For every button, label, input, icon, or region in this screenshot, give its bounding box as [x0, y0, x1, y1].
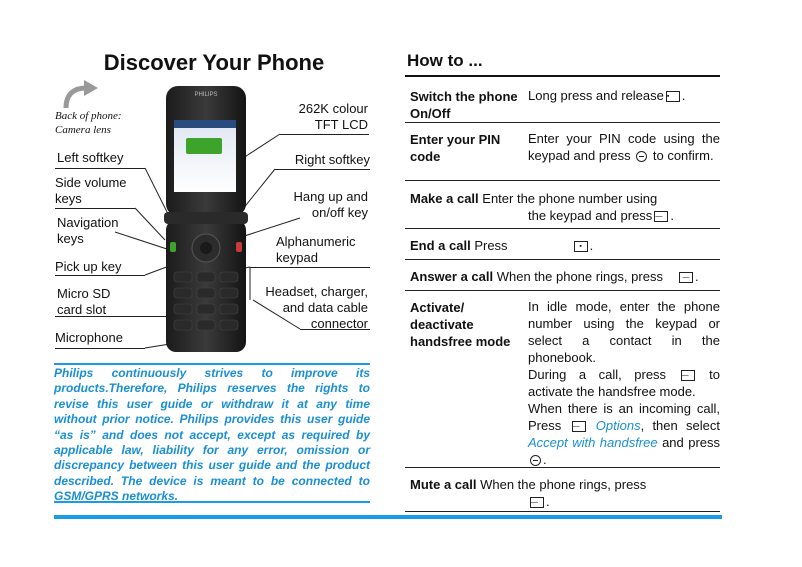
row-text-part: Enter your PIN code using the keypad and…	[528, 131, 720, 163]
row-text: Make a call Enter the phone number using	[405, 190, 720, 207]
divider	[55, 168, 145, 169]
options-label: Options	[595, 418, 641, 433]
callout-text: Side volume	[55, 175, 127, 190]
row-text-part: When there is an incoming call, Press	[528, 401, 720, 433]
call-key-icon: —	[654, 211, 669, 223]
row-text-part: , then select	[640, 418, 720, 433]
ok-key-icon	[636, 151, 648, 163]
row-label: Switch the phone On/Off	[410, 89, 518, 121]
callout-text: TFT LCD	[314, 117, 368, 132]
disclaimer-text: Philips continuously strives to improve …	[54, 366, 370, 504]
row-label: End a call	[410, 238, 471, 253]
back-label-line2: Camera lens	[55, 124, 111, 136]
callout-text: Micro SD	[57, 286, 111, 301]
row-text-part: Long press and release	[528, 88, 664, 103]
callout-text: and data cable	[282, 300, 368, 315]
how-to-table: Switch the phone On/Off Long press and r…	[405, 80, 720, 512]
row-text: End a call Press▪.	[410, 238, 594, 253]
divider	[55, 348, 145, 349]
back-of-phone-label: Back of phone: Camera lens	[55, 109, 122, 137]
row-paragraph: When there is an incoming call, Press — …	[528, 401, 720, 467]
row-text: Answer a call When the phone rings, pres…	[410, 269, 699, 284]
divider	[300, 329, 370, 330]
row-text: the keypad and press—.	[528, 208, 674, 223]
row-text-part: During a call, press	[528, 367, 667, 382]
callout-hangup: Hang up and on/off key	[260, 189, 368, 221]
callout-text: connector	[310, 316, 368, 331]
table-row: Mute a call When the phone rings, press …	[405, 468, 720, 512]
left-softkey-icon: —	[571, 421, 586, 433]
hangup-key-icon: ▪	[573, 241, 588, 253]
callout-text: Headset, charger,	[265, 284, 368, 299]
callout-text: Alphanumeric	[276, 234, 356, 249]
callout-lcd: 262K colour TFT LCD	[260, 101, 368, 133]
call-key-icon: —	[680, 370, 695, 382]
callout-text: card slot	[57, 302, 107, 317]
callout-navigation: Navigation keys	[57, 215, 118, 247]
callout-text: keypad	[276, 250, 318, 265]
table-row: Switch the phone On/Off Long press and r…	[405, 80, 720, 123]
divider	[55, 275, 145, 276]
divider	[54, 501, 370, 503]
row-text-part: When the phone rings, press	[496, 269, 663, 284]
table-row: Answer a call When the phone rings, pres…	[405, 260, 720, 291]
hangup-key-icon: ▪	[665, 91, 680, 103]
callout-text: keys	[57, 231, 84, 246]
row-label: Activate/ deactivate handsfree mode	[410, 300, 511, 349]
table-row: End a call Press▪.	[405, 229, 720, 260]
row-text-part: the keypad and press	[528, 208, 653, 223]
phone-brand: PHILIPS	[194, 92, 217, 98]
row-text: Mute a call When the phone rings, press	[405, 476, 720, 493]
divider	[275, 169, 370, 170]
curved-arrow-icon	[63, 80, 98, 109]
row-label: Answer a call	[410, 269, 494, 284]
table-row: Activate/ deactivate handsfree mode In i…	[405, 291, 720, 468]
callout-side-volume: Side volume keys	[55, 175, 127, 207]
divider	[55, 208, 135, 209]
row-text-part: Press	[474, 238, 508, 253]
row-paragraph: In idle mode, enter the phone number usi…	[528, 299, 720, 365]
section-title: How to ...	[407, 51, 483, 70]
row-text: Long press and release▪.	[528, 88, 686, 103]
back-label-line1: Back of phone:	[55, 110, 122, 122]
row-label: Make a call	[410, 191, 479, 206]
row-text: —.	[530, 494, 550, 509]
row-text-part: When the phone rings, press	[480, 477, 647, 492]
row-text-part: and press	[662, 435, 720, 450]
row-label: Mute a call	[410, 477, 477, 492]
page-title: Discover Your Phone	[103, 50, 325, 75]
callout-text: on/off key	[311, 205, 368, 220]
row-text-part: to activate the handsfree mode.	[528, 367, 720, 399]
ok-key-icon	[530, 455, 541, 467]
callout-micro-sd: Micro SD card slot	[57, 286, 110, 318]
accept-handsfree-label: Accept with handsfree	[528, 435, 658, 450]
divider	[405, 75, 720, 77]
page-bottom-rule	[54, 515, 722, 519]
callout-text: keys	[55, 191, 82, 206]
divider	[54, 363, 370, 365]
table-row: Enter your PIN code Enter your PIN code …	[405, 123, 720, 181]
divider	[55, 316, 170, 317]
callout-right-softkey: Right softkey	[294, 152, 370, 167]
row-text-part: to confirm.	[652, 148, 714, 163]
row-text-part: Enter the phone number using	[482, 191, 658, 206]
callout-pick-up: Pick up key	[55, 259, 122, 274]
divider	[250, 267, 370, 268]
callout-text: 262K colour	[298, 101, 368, 116]
divider	[280, 134, 369, 135]
callout-alphanumeric: Alphanumeric keypad	[276, 234, 356, 266]
row-text: Enter your PIN code using the keypad and…	[528, 130, 720, 164]
callout-headset: Headset, charger, and data cable connect…	[250, 284, 368, 332]
callout-text: Hang up and	[293, 189, 368, 204]
table-row: Make a call Enter the phone number using…	[405, 181, 720, 229]
callout-microphone: Microphone	[55, 330, 123, 345]
callout-left-softkey: Left softkey	[57, 150, 124, 165]
callout-text: Navigation	[57, 215, 119, 230]
row-text: In idle mode, enter the phone number usi…	[528, 298, 720, 468]
row-label: Enter your PIN code	[410, 132, 501, 164]
phone-illustration: PHILIPS	[164, 86, 248, 352]
call-key-icon: —	[678, 272, 693, 284]
call-key-icon: —	[530, 497, 544, 509]
row-paragraph: During a call, press — to activate the h…	[528, 366, 720, 400]
